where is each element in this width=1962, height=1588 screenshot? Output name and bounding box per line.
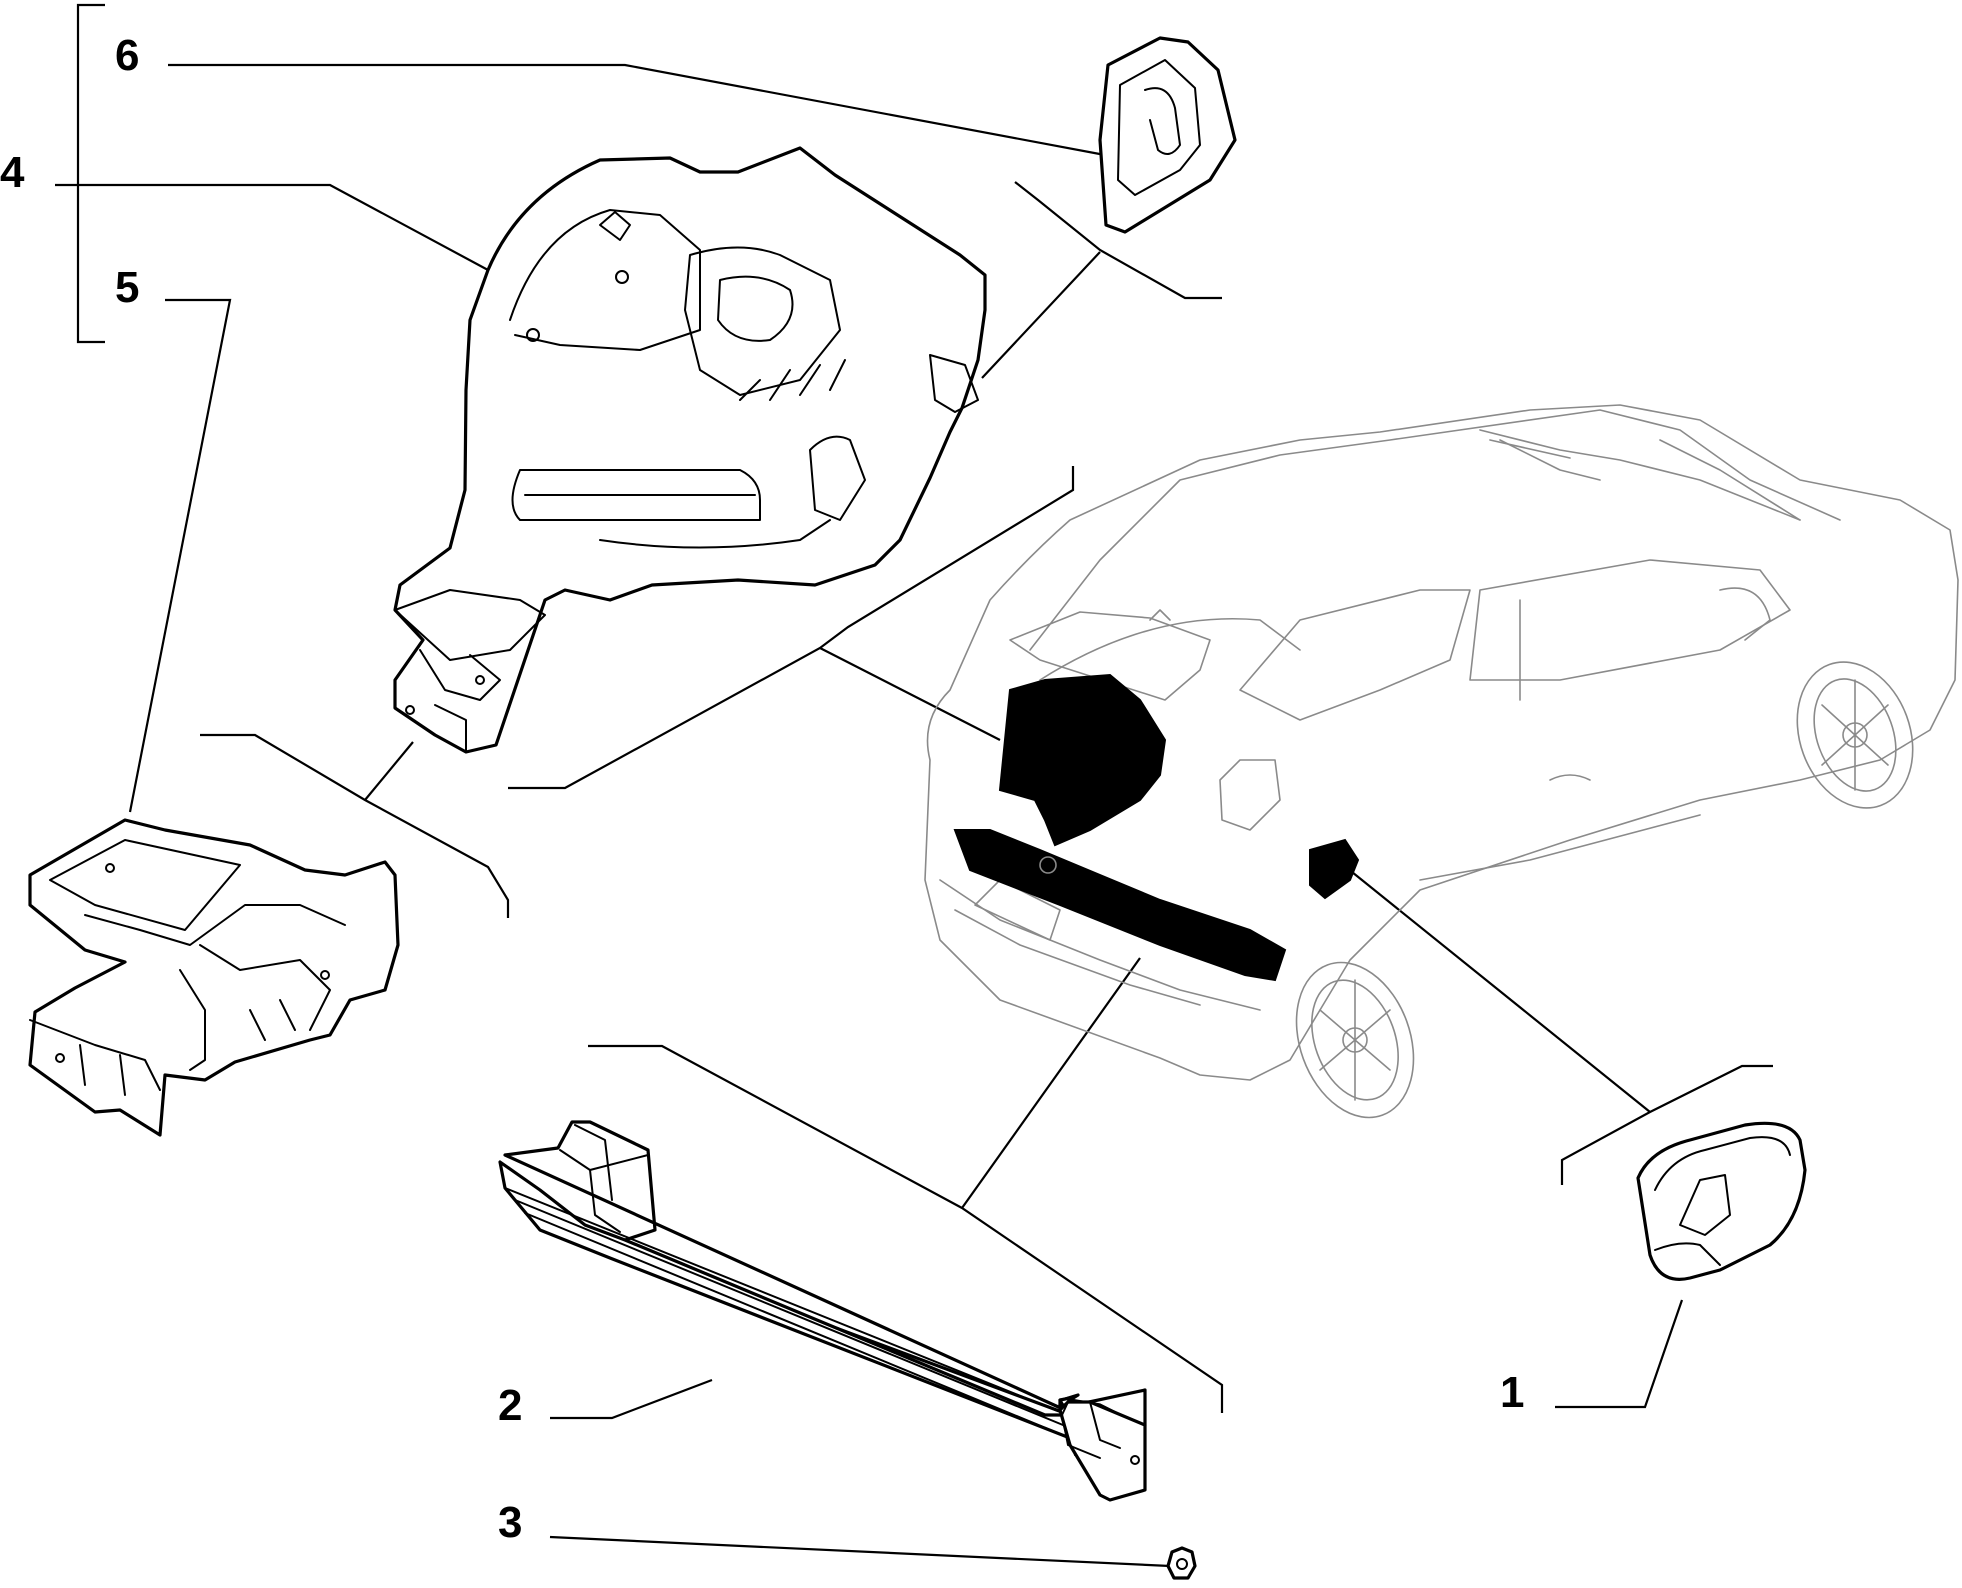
highlight-part-2 (953, 829, 1287, 982)
line-5-to-part4 (364, 741, 414, 801)
leader-lines (55, 63, 1773, 1568)
part-6-bracket (1098, 36, 1237, 234)
callout-5: 5 (115, 263, 139, 312)
bracket-6 (1014, 181, 1222, 300)
part-5-rear-bracket (28, 818, 400, 1137)
part-1-arch-liner (1636, 1121, 1807, 1281)
callout-1: 1 (1500, 1368, 1524, 1417)
leader-2 (550, 1378, 713, 1420)
callout-4: 4 (0, 148, 25, 197)
highlight-part-4 (998, 673, 1167, 847)
callout-3: 3 (498, 1498, 522, 1547)
bracket-4 (508, 466, 1075, 790)
highlight-part-1 (1309, 838, 1360, 900)
leader-3 (549, 1535, 1171, 1568)
group-bracket (76, 3, 105, 344)
callout-6: 6 (115, 31, 139, 80)
leader-4 (55, 183, 489, 271)
line-4-to-car (819, 647, 1001, 741)
part-3-nut (1166, 1546, 1197, 1580)
leader-1 (1555, 1299, 1684, 1409)
part-4-inner-wheelhouse (393, 146, 987, 754)
leader-6 (168, 63, 1106, 157)
callout-2: 2 (498, 1381, 522, 1430)
line-1-to-car (1351, 871, 1651, 1113)
line-6-to-part4 (981, 251, 1101, 379)
bracket-5 (200, 733, 510, 918)
car-highlighted-parts (953, 673, 1360, 982)
car-illustration (924, 404, 1959, 1119)
part-2-bumper-crossbeam (498, 1120, 1147, 1502)
line-2-to-car (961, 957, 1141, 1209)
leader-5 (128, 298, 232, 813)
